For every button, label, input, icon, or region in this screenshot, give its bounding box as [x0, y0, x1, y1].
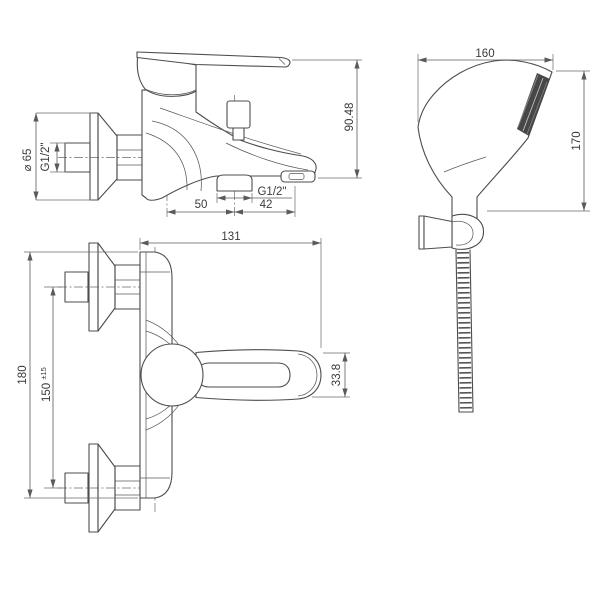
shower-outlet — [216, 174, 253, 192]
dim-side-height: 90.48 — [292, 59, 362, 179]
inlet-spacing-value: 150 — [41, 383, 53, 402]
wall-escutcheon — [89, 112, 118, 201]
dim-label-handle-width: 33.8 — [331, 364, 343, 386]
dim-label-outlet-thread: G1/2" — [257, 186, 286, 198]
holder-bracket — [418, 213, 485, 250]
dim-label-50: 50 — [195, 199, 208, 211]
dim-head-width: 160 — [417, 48, 554, 122]
aerator — [280, 170, 316, 183]
lever-handle-front — [195, 349, 322, 401]
dim-label-inlet-thread: G1/2" — [40, 142, 52, 171]
dim-head-length: 170 — [487, 70, 590, 212]
dim-label-height-180: 180 — [17, 365, 29, 384]
dim-height-180: 180 — [17, 251, 138, 499]
dim-inlet-thread: G1/2" — [40, 142, 66, 173]
front-view: 131 180 150 ±15 33.8 — [17, 231, 350, 533]
dim-label-side-height: 90.48 — [344, 103, 356, 132]
dim-handle-width: 33.8 — [312, 352, 350, 398]
lever-handle — [136, 51, 291, 68]
dim-inlet-spacing: 150 ±15 — [39, 286, 62, 489]
dim-escutcheon-diameter: ⌀ 65 — [22, 112, 92, 201]
handle-dome — [136, 53, 197, 97]
dim-50-42: 50 42 — [167, 186, 296, 217]
dim-label-escutcheon-diameter: ⌀ 65 — [22, 149, 34, 172]
dim-label-42: 42 — [260, 199, 273, 211]
dim-outlet-thread: G1/2" — [216, 186, 292, 203]
inlet-spacing-tolerance: ±15 — [39, 367, 48, 379]
mixer-body-spout — [141, 89, 317, 201]
shower-view: 160 170 — [417, 48, 590, 413]
handle-dome-circle — [140, 343, 204, 407]
diverter-knob — [226, 100, 251, 141]
spray-face — [517, 73, 550, 136]
dim-label-head-length: 170 — [571, 131, 583, 150]
dim-label-head-width: 160 — [475, 48, 494, 60]
dim-length-131: 131 — [139, 231, 322, 348]
side-view: ⌀ 65 G1/2" 90.48 G1/2" — [22, 51, 362, 217]
dim-label-inlet-spacing: 150 ±15 — [39, 367, 53, 402]
dim-label-length: 131 — [221, 231, 240, 243]
shower-hose — [455, 249, 474, 413]
shower-head — [417, 59, 553, 223]
